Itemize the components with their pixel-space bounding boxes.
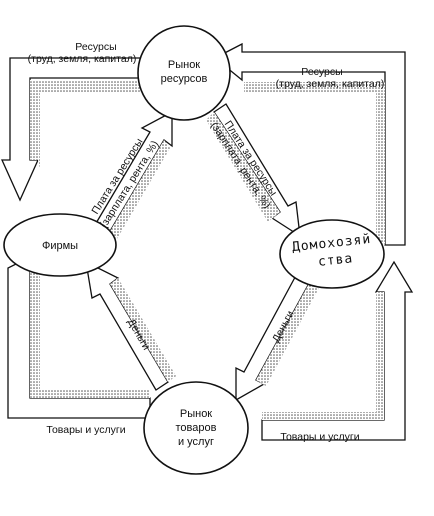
resources-right-label-line-1: Ресурсы [301,66,342,78]
resources-left-label-line-1: Ресурсы [75,41,116,53]
resources-right-label-line-2: (труд, земля, капитал) [276,78,385,90]
goods-right-arrow [261,260,414,441]
resources-left-label-line-2: (труд, земля, капитал) [28,53,137,65]
households-node: Домохозяй ства [279,219,385,289]
resources-right-arrow [213,42,406,246]
firms-node: Фирмы [3,213,117,277]
goods-market-label-line-2: товаров [176,422,217,434]
goods-market-label-line-3: и услуг [178,436,214,448]
goods-right-label: Товары и услуги [280,431,359,443]
resources-left-arrow [0,57,149,202]
payment-left-arrow [91,110,173,244]
goods-left-label: Товары и услуги [46,424,125,436]
households-label-line-2: ства [317,251,354,270]
goods-market-node: Рынок товаров и услуг [143,381,249,475]
resource-market-node: Рынок ресурсов [137,25,231,121]
firms-label: Фирмы [42,240,78,252]
money-left-arrow [85,260,176,391]
payment-right-arrow [206,103,301,238]
money-right-arrow [235,266,320,402]
resource-market-label-line-1: Рынок [168,59,200,71]
resource-market-label-line-2: ресурсов [161,73,208,85]
goods-market-label-line-1: Рынок [180,408,212,420]
